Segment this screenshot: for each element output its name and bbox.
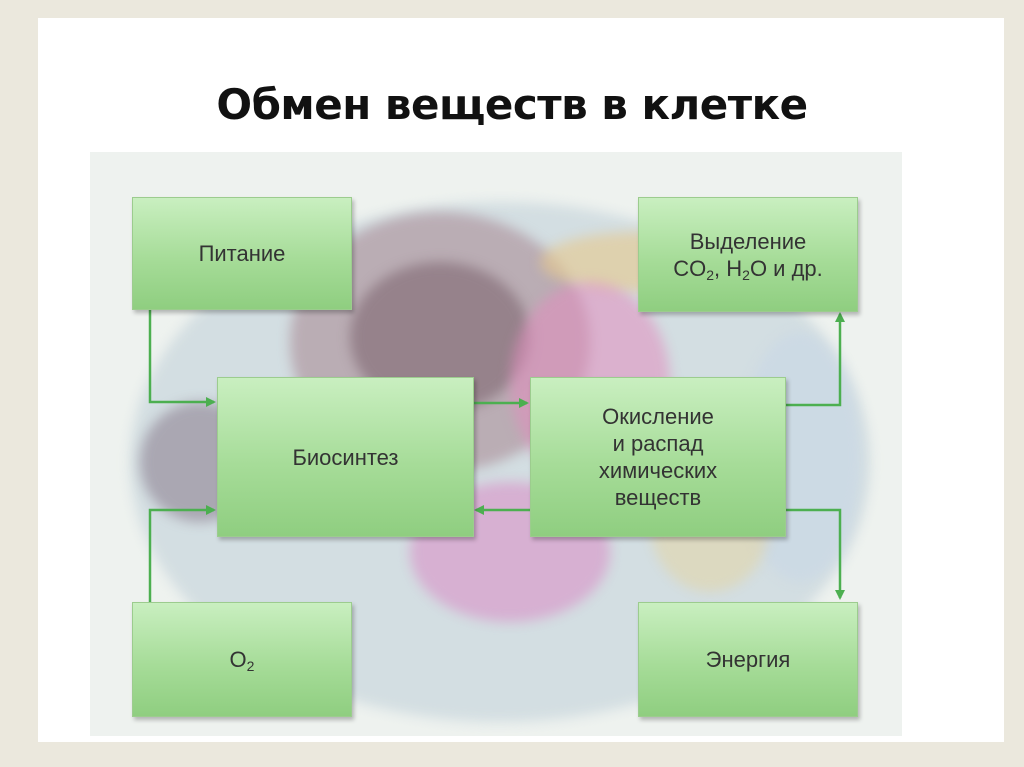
box-energy: Энергия bbox=[638, 602, 858, 717]
arrow-oxidation-to-energy bbox=[785, 508, 845, 600]
box-nutrition-label: Питание bbox=[198, 241, 286, 266]
arrow-oxidation-to-excretion bbox=[785, 312, 845, 407]
box-oxygen: O2 bbox=[132, 602, 352, 717]
box-oxidation: Окисление и распад химических веществ bbox=[530, 377, 786, 537]
box-excretion-label: Выделение bbox=[689, 228, 807, 254]
box-biosynthesis-label: Биосинтез bbox=[292, 444, 399, 470]
box-oxygen-label: O2 bbox=[229, 647, 255, 674]
box-oxidation-line: и распад bbox=[612, 431, 704, 456]
box-excretion: Выделение CO2, H2O и др. bbox=[638, 197, 858, 312]
box-nutrition: Питание bbox=[132, 197, 352, 310]
arrow-nutrition-to-biosynthesis bbox=[148, 309, 216, 407]
box-oxidation-line: веществ bbox=[614, 485, 702, 510]
box-oxidation-line: Окисление bbox=[602, 404, 714, 429]
slide-title: Обмен веществ в клетке bbox=[216, 80, 808, 129]
box-energy-label: Энергия bbox=[705, 647, 791, 672]
arrow-oxygen-to-biosynthesis bbox=[148, 505, 216, 602]
box-excretion-formula: CO2, H2O и др. bbox=[673, 255, 823, 283]
box-oxidation-line: химических bbox=[598, 458, 718, 483]
box-biosynthesis: Биосинтез bbox=[217, 377, 474, 537]
